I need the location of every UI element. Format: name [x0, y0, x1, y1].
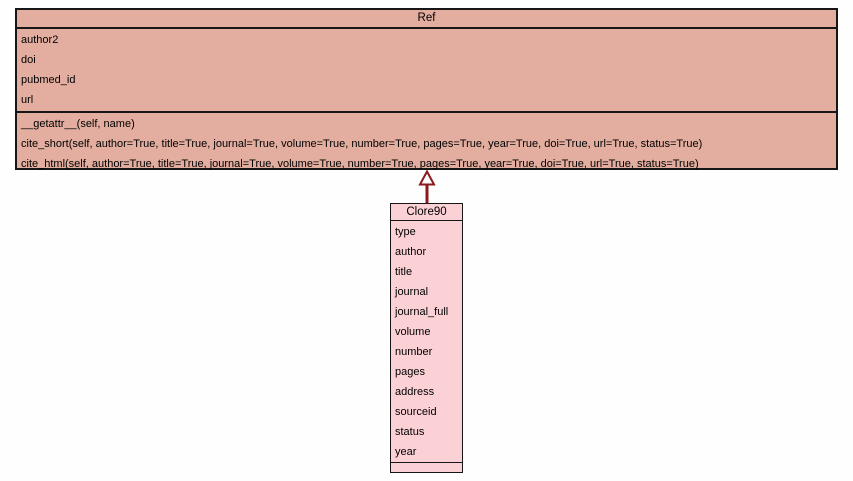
attribute-row: url — [21, 94, 34, 106]
class-attributes-ref: author2 doi pubmed_id url — [17, 29, 836, 113]
class-box-clore90: Clore90 type author title journal journa… — [390, 203, 463, 473]
class-title-clore90: Clore90 — [391, 204, 462, 221]
attribute-row: volume — [395, 326, 431, 338]
attribute-row: pubmed_id — [21, 74, 76, 86]
method-row: cite_short(self, author=True, title=True… — [21, 138, 703, 150]
attribute-row: journal_full — [395, 306, 449, 318]
attribute-row: address — [395, 386, 435, 398]
attribute-row: pages — [395, 366, 425, 378]
attribute-row: type — [395, 226, 416, 238]
inheritance-arrow-icon — [418, 170, 436, 203]
attribute-row: journal — [395, 286, 429, 298]
class-title-ref: Ref — [17, 10, 836, 29]
class-methods-clore90-empty — [391, 463, 462, 473]
method-row: cite_html(self, author=True, title=True,… — [21, 158, 699, 170]
attribute-row: year — [395, 446, 417, 458]
inheritance-arrowhead — [418, 170, 436, 186]
class-methods-ref: __getattr__(self, name) cite_short(self,… — [17, 113, 836, 174]
attribute-row: title — [395, 266, 413, 278]
attribute-row: number — [395, 346, 433, 358]
attribute-row: sourceid — [395, 406, 437, 418]
attribute-row: author — [395, 246, 427, 258]
class-box-ref: Ref author2 doi pubmed_id url __getattr_… — [15, 8, 838, 170]
attribute-row: status — [395, 426, 425, 438]
attribute-row: doi — [21, 54, 36, 66]
attribute-row: author2 — [21, 34, 59, 46]
class-attributes-clore90: type author title journal journal_full v… — [391, 221, 462, 463]
method-row: __getattr__(self, name) — [21, 118, 135, 130]
